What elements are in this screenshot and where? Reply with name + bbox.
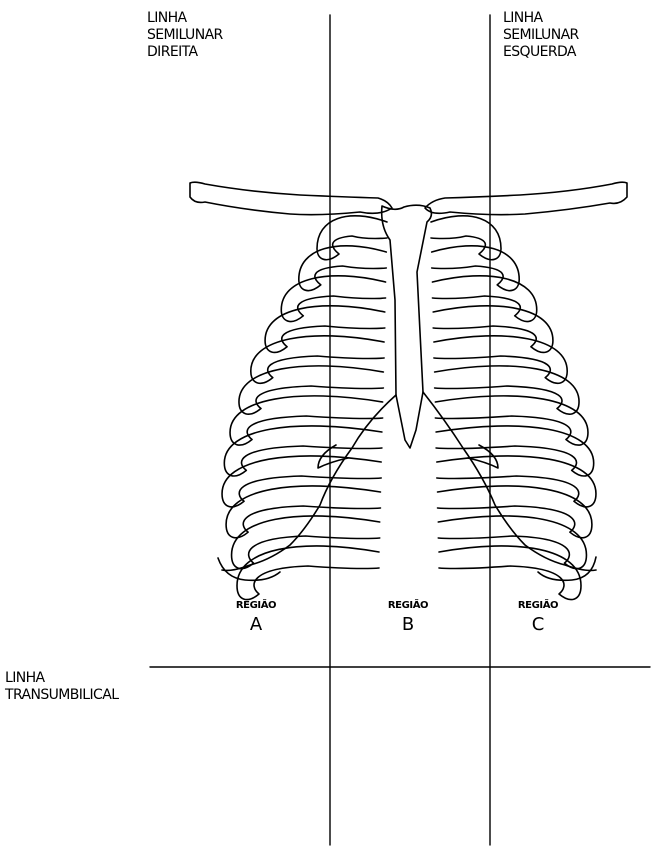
region-letter: B <box>378 615 438 635</box>
region-letter: A <box>226 615 286 635</box>
region-a-label: REGIÃO A <box>226 600 286 635</box>
right-rib <box>239 366 383 414</box>
left-clavicle <box>425 182 627 214</box>
left-rib <box>433 306 553 353</box>
region-c-label: REGIÃO C <box>508 600 568 635</box>
label-line: ESQUERDA <box>503 44 579 61</box>
region-word: REGIÃO <box>508 600 568 612</box>
region-b-label: REGIÃO B <box>378 600 438 635</box>
left-rib <box>438 486 592 538</box>
right-rib <box>251 336 384 383</box>
label-line: SEMILUNAR <box>147 27 223 44</box>
label-line: LINHA <box>503 10 579 27</box>
left-semilunar-label: LINHA SEMILUNAR ESQUERDA <box>503 10 579 61</box>
rib-cage <box>190 182 627 599</box>
right-rib <box>265 306 385 353</box>
label-line: LINHA <box>5 670 118 687</box>
region-word: REGIÃO <box>226 600 286 612</box>
right-rib <box>299 246 386 291</box>
right-ribs <box>222 216 387 600</box>
right-clavicle <box>190 182 392 214</box>
label-line: LINHA <box>147 10 223 27</box>
sternum <box>382 205 432 448</box>
right-rib <box>232 516 380 569</box>
right-rib <box>230 396 383 445</box>
left-rib <box>432 276 536 322</box>
right-semilunar-label: LINHA SEMILUNAR DIREITA <box>147 10 223 61</box>
left-rib <box>438 516 586 569</box>
right-rib <box>317 216 387 260</box>
label-line: DIREITA <box>147 44 223 61</box>
left-rib <box>434 336 567 383</box>
right-rib <box>237 546 379 600</box>
left-rib <box>435 366 579 414</box>
transumbilical-label: LINHA TRANSUMBILICAL <box>5 670 118 704</box>
right-costal-margin <box>222 395 396 570</box>
left-ribs <box>431 216 596 600</box>
left-rib <box>437 456 596 507</box>
right-rib <box>222 456 381 507</box>
left-rib <box>432 246 519 291</box>
label-line: SEMILUNAR <box>503 27 579 44</box>
label-line: TRANSUMBILICAL <box>5 687 118 704</box>
region-letter: C <box>508 615 568 635</box>
region-word: REGIÃO <box>378 600 438 612</box>
left-rib <box>439 546 581 600</box>
left-rib <box>435 396 588 445</box>
right-rib <box>281 276 385 322</box>
